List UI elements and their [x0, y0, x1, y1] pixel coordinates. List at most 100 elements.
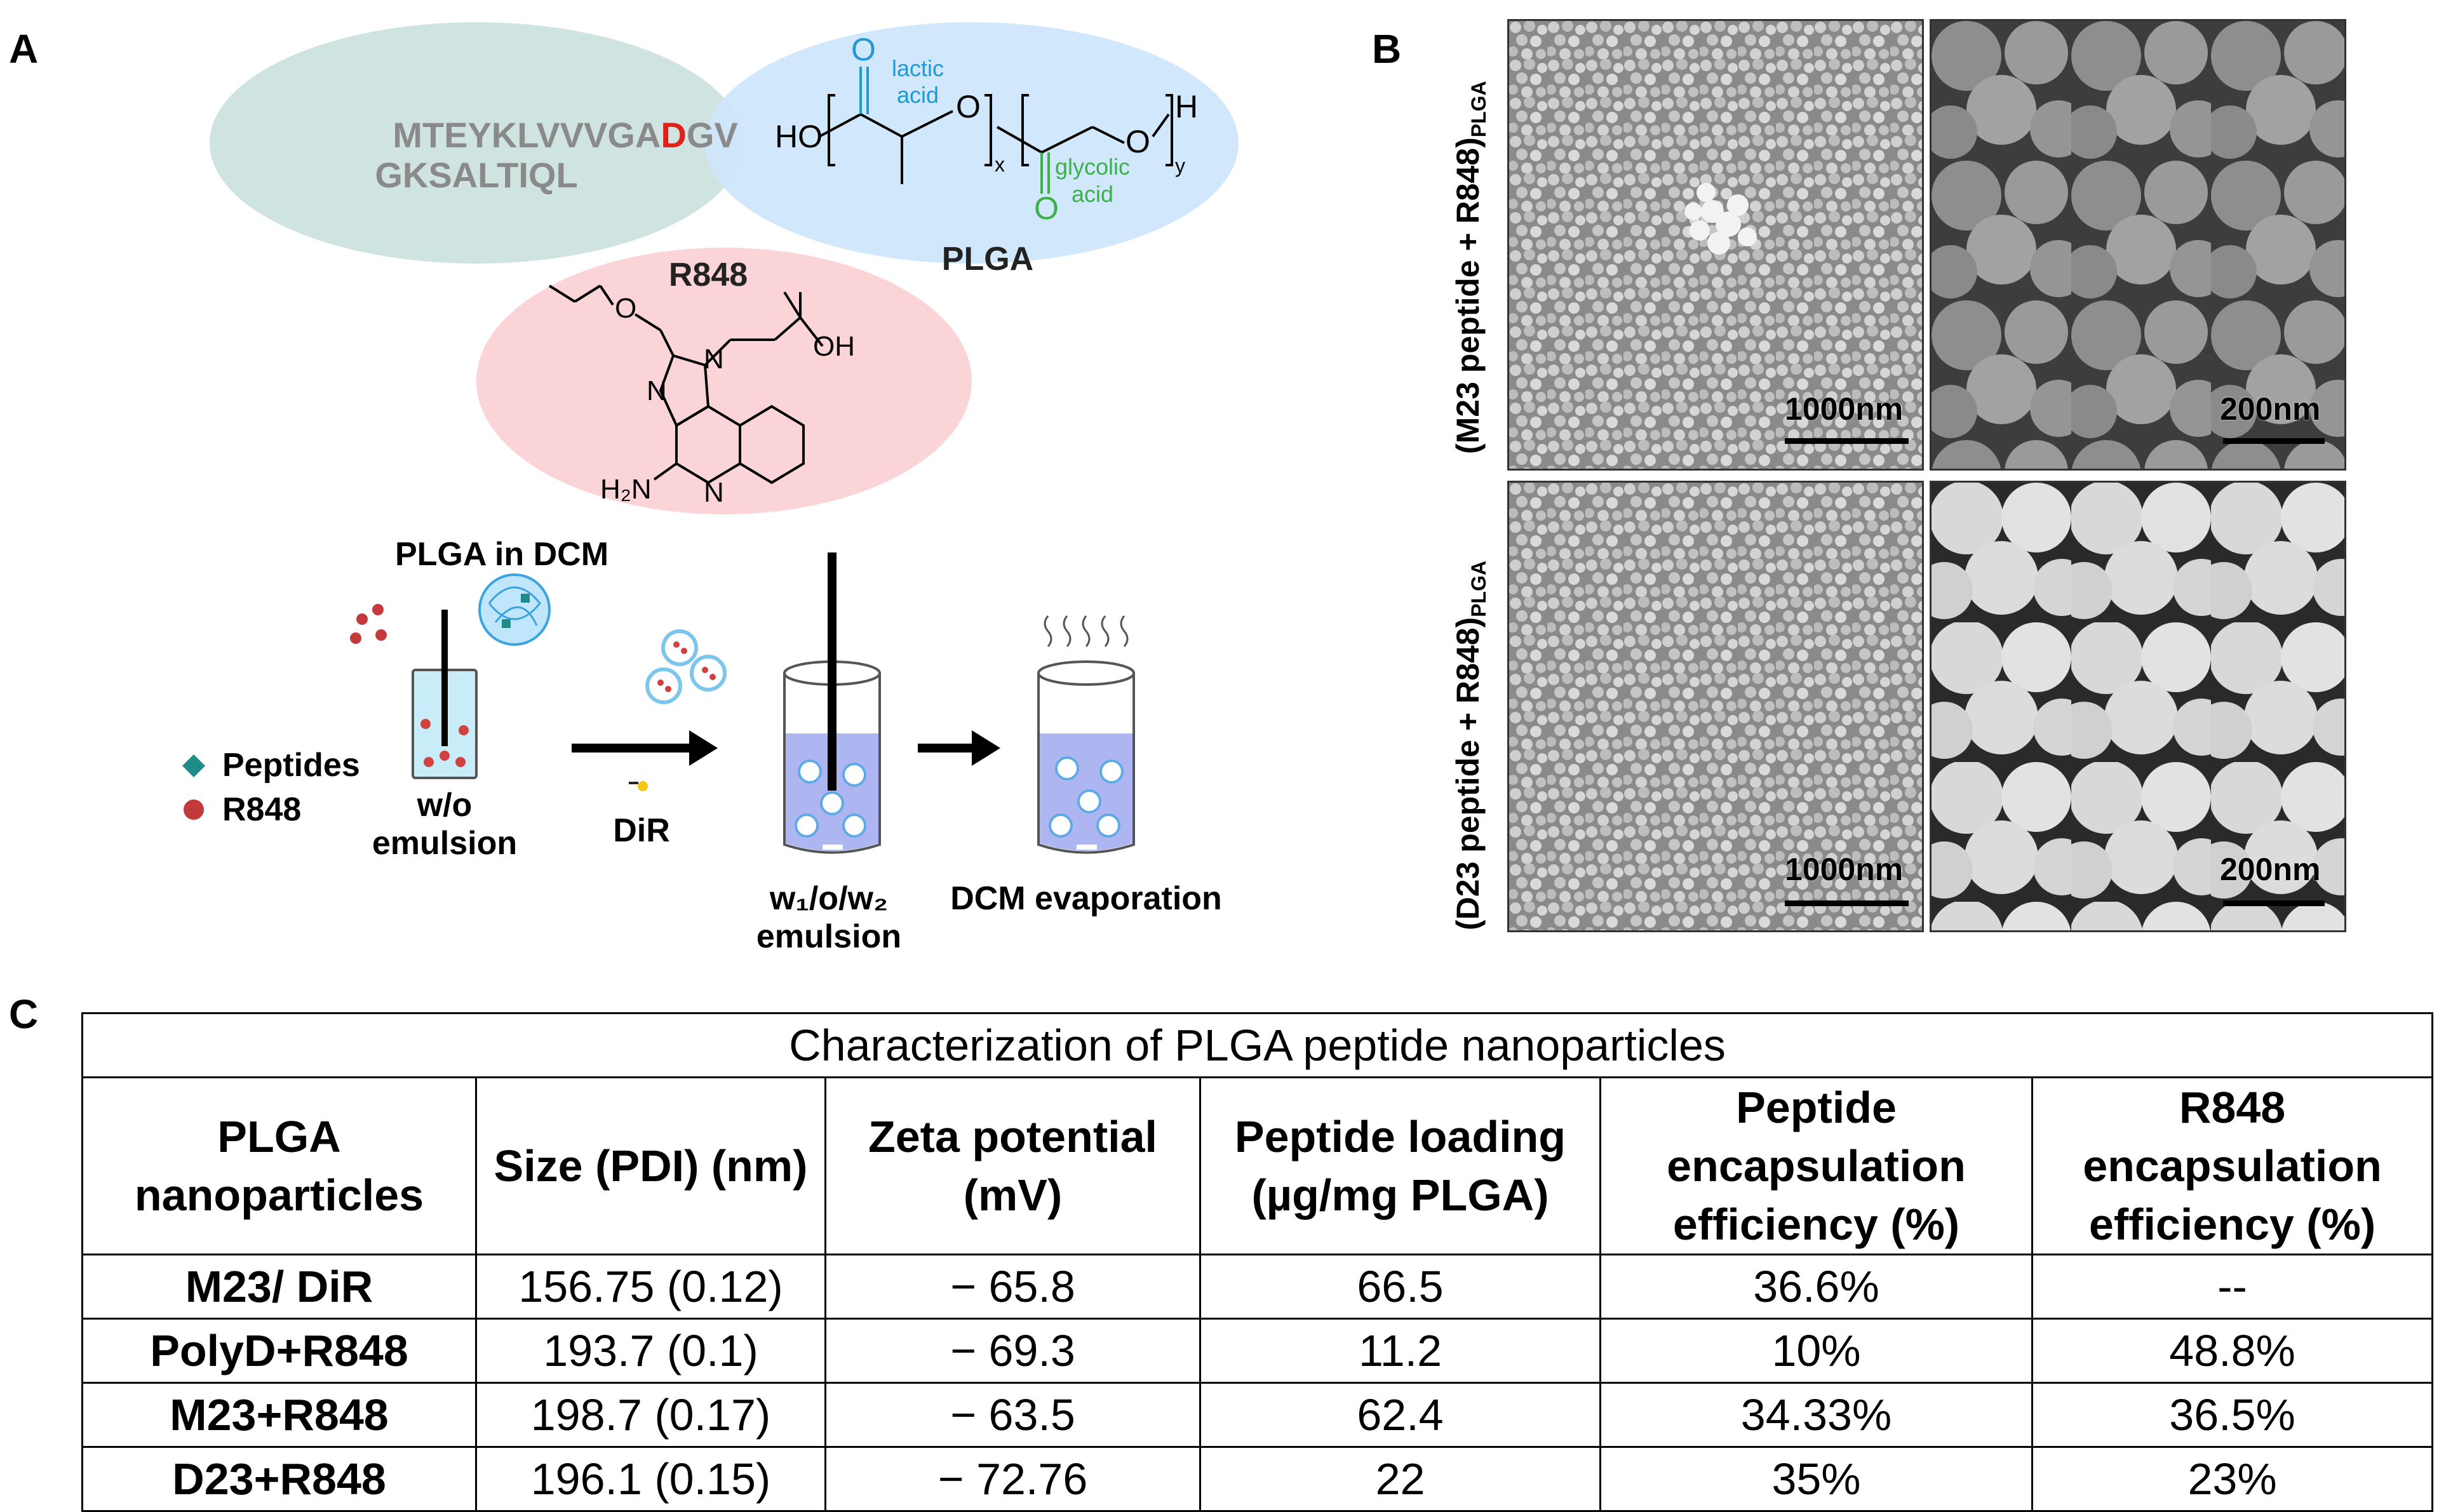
- scale-label-bottom-right: 200nm: [2220, 852, 2321, 887]
- dcm-evaporation-label: DCM evaporation: [950, 880, 1222, 917]
- peptide-sequence-line1: MTEYKLVVVGADGV: [393, 115, 737, 155]
- header-size: Size (PDI) (nm): [475, 1076, 826, 1255]
- beaker-w1ow2-emulsion: [783, 552, 881, 854]
- r848-dot-icon: [184, 799, 204, 820]
- table-cell: − 72.76: [824, 1446, 1201, 1512]
- table-cell: − 63.5: [824, 1382, 1201, 1448]
- table-cell: D23+R848: [81, 1446, 477, 1512]
- table-cell: 23%: [2031, 1446, 2434, 1512]
- table-cell: 62.4: [1199, 1382, 1601, 1448]
- peptide-sequence-line2: GKSALTIQL: [375, 155, 577, 195]
- table-cell: 36.6%: [1599, 1254, 2033, 1320]
- r848-o: O: [615, 293, 636, 324]
- plga-sub-y: y: [1175, 154, 1185, 177]
- plga-glycolic-acid: acid: [1072, 181, 1113, 207]
- panel-label-b: B: [1372, 26, 1402, 72]
- plga-lactic: lactic: [892, 55, 944, 81]
- plga-h: H: [1175, 89, 1198, 124]
- plga-in-dcm-label: PLGA in DCM: [395, 536, 608, 573]
- table-title: Characterization of PLGA peptide nanopar…: [81, 1012, 2434, 1078]
- table-cell: 193.7 (0.1): [475, 1318, 826, 1384]
- table-cell: − 69.3: [824, 1318, 1201, 1384]
- schematic-panel-a: MTEYKLVVVGADGV GKSALTIQL HO O lactic aci…: [182, 22, 1239, 955]
- table-cell: 10%: [1599, 1318, 2033, 1384]
- sem-top-row-label: (M23 peptide + R848)PLGA: [1450, 81, 1490, 454]
- r848-oh: OH: [813, 331, 855, 362]
- w1ow2-line1: w₁/o/w₂: [769, 880, 888, 917]
- plga-o-top: O: [851, 32, 876, 67]
- plga-sub-x: x: [995, 153, 1005, 176]
- r848-label: R848: [669, 257, 748, 293]
- table-cell: 11.2: [1199, 1318, 1601, 1384]
- r848-n2: N: [647, 375, 667, 406]
- table-header-row: PLGA nanoparticles Size (PDI) (nm) Zeta …: [81, 1076, 2434, 1255]
- table-cell: 36.5%: [2031, 1382, 2434, 1448]
- header-nanoparticles: PLGA nanoparticles: [81, 1076, 477, 1255]
- header-peptide-loading: Peptide loading (µg/mg PLGA): [1199, 1076, 1601, 1255]
- beaker-wo-emulsion: [412, 610, 478, 779]
- scale-label-bottom-left: 1000nm: [1785, 852, 1904, 887]
- table-cell: 22: [1199, 1446, 1601, 1512]
- sem-m23-low-mag: [1507, 19, 1924, 471]
- w1ow2-line2: emulsion: [756, 918, 901, 955]
- loose-r848-dots: [350, 604, 387, 644]
- sem-bottom-row-label: (D23 peptide + R848)PLGA: [1450, 560, 1490, 930]
- scale-bar-bottom-left: [1785, 900, 1909, 906]
- r848-ellipse: [476, 248, 972, 514]
- r848-n3: N: [704, 477, 724, 508]
- wo-emulsion-line1: w/o: [417, 787, 473, 824]
- arrow-icon-2: [972, 730, 1000, 766]
- r848-n1: N: [704, 344, 724, 375]
- arrow-icon-1: [689, 730, 718, 766]
- table-cell: 196.1 (0.15): [475, 1446, 826, 1512]
- table-row: D23+R848 196.1 (0.15) − 72.76 22 35% 23%: [81, 1446, 2434, 1512]
- table-row: PolyD+R848 193.7 (0.1) − 69.3 11.2 10% 4…: [81, 1318, 2434, 1384]
- scale-label-top-left: 1000nm: [1785, 391, 1904, 427]
- table-row: M23/ DiR 156.75 (0.12) − 65.8 66.5 36.6%…: [81, 1254, 2434, 1320]
- plga-structure: HO: [775, 67, 1173, 194]
- scale-bar-top-right: [2223, 438, 2325, 444]
- table-cell: 34.33%: [1599, 1382, 2033, 1448]
- droplets-icon: [645, 629, 727, 704]
- table-cell: 35%: [1599, 1446, 2033, 1512]
- legend-r848: R848: [222, 791, 301, 828]
- dir-molecule-icon: [629, 781, 648, 791]
- header-zeta: Zeta potential (mV): [824, 1076, 1201, 1255]
- wo-emulsion-line2: emulsion: [372, 825, 517, 862]
- peptides-diamond-icon: [182, 754, 205, 777]
- scale-label-top-right: 200nm: [2220, 391, 2321, 427]
- scale-bar-bottom-right: [2223, 900, 2325, 906]
- sem-d23-low-mag: [1507, 481, 1924, 932]
- table-cell: 48.8%: [2031, 1318, 2434, 1384]
- plga-o-bottom: O: [1034, 191, 1059, 226]
- peptide-ellipse: [210, 22, 743, 264]
- characterization-table: Characterization of PLGA peptide nanopar…: [81, 1012, 2434, 1512]
- r848-structure: [548, 284, 824, 485]
- plga-ball-icon: [478, 573, 551, 646]
- table-cell: 198.7 (0.17): [475, 1382, 826, 1448]
- panel-label-c: C: [9, 991, 39, 1037]
- table-row: M23+R848 198.7 (0.17) − 63.5 62.4 34.33%…: [81, 1382, 2434, 1448]
- table-cell: 156.75 (0.12): [475, 1254, 826, 1320]
- table-cell: M23/ DiR: [81, 1254, 477, 1320]
- table-cell: 66.5: [1199, 1254, 1601, 1320]
- dir-label: DiR: [613, 812, 670, 849]
- sem-m23-high-mag: [1930, 19, 2346, 471]
- r848-h2n: H₂N: [600, 474, 652, 505]
- plga-label: PLGA: [942, 241, 1033, 278]
- table-cell: --: [2031, 1254, 2434, 1320]
- scale-bar-top-left: [1785, 438, 1909, 444]
- header-r848-ee: R848 encapsulation efficiency (%): [2031, 1076, 2434, 1255]
- svg-text:HO: HO: [775, 119, 823, 154]
- header-peptide-ee: Peptide encapsulation efficiency (%): [1599, 1076, 2033, 1255]
- legend-peptides: Peptides: [222, 747, 360, 784]
- plga-o-ester1: O: [956, 89, 981, 124]
- plga-glycolic: glycolic: [1055, 154, 1130, 180]
- table-cell: − 65.8: [824, 1254, 1201, 1320]
- table-cell: PolyD+R848: [81, 1318, 477, 1384]
- sem-d23-high-mag: [1930, 481, 2346, 932]
- beaker-dcm-evaporation: [1037, 615, 1135, 854]
- plga-lactic-acid: acid: [897, 82, 939, 108]
- table-cell: M23+R848: [81, 1382, 477, 1448]
- plga-ellipse: [705, 22, 1239, 264]
